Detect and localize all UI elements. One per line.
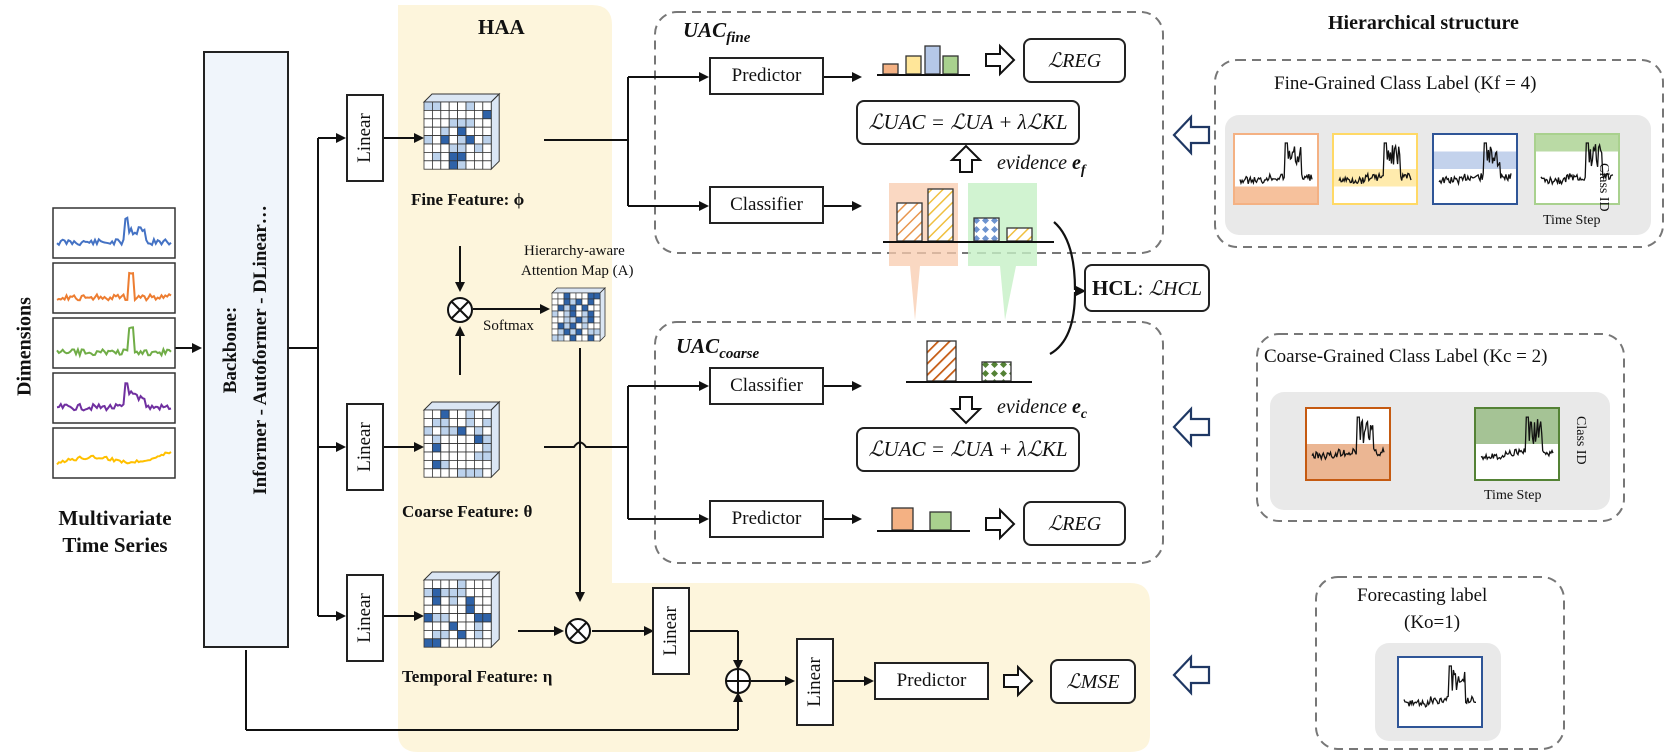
uac-coarse-predictor: Predictor	[709, 500, 824, 538]
forecast-loss-mse: ℒMSE	[1050, 659, 1136, 704]
series-thumb-2	[52, 317, 176, 369]
otimes-temporal	[565, 618, 591, 644]
series-thumb-4	[52, 427, 176, 479]
temporal-feature-label: Temporal Feature: η	[402, 667, 553, 686]
coarse-feature-matrix	[422, 400, 501, 479]
linear-temporal: Linear	[346, 574, 384, 662]
haa-title: HAA	[478, 15, 525, 39]
fine-feature-matrix	[422, 92, 501, 171]
series-caption-line2: Time Series	[62, 533, 168, 557]
coarse-thumb-class2	[1474, 407, 1560, 481]
label-thumbnails	[1233, 133, 1620, 728]
series-thumb-1	[52, 262, 176, 314]
coarse-class-id-axis: Class ID	[1573, 416, 1588, 465]
fine-thumb-class3	[1432, 133, 1518, 205]
linear-fine: Linear	[346, 94, 384, 182]
hierarchy-title: Hierarchical structure	[1328, 12, 1519, 34]
forecast-label-line1: Forecasting label	[1357, 585, 1488, 606]
uac-coarse-loss-reg: ℒREG	[1023, 501, 1126, 546]
coarse-label-frame	[1256, 333, 1625, 522]
linear-coarse: Linear	[346, 403, 384, 491]
oplus-fusion	[725, 668, 751, 694]
forecast-label-frame	[1315, 576, 1565, 750]
uac-fine-evidence: evidence ef	[997, 152, 1086, 178]
fine-label-frame	[1214, 59, 1664, 248]
coarse-feature-label: Coarse Feature: θ	[402, 502, 533, 521]
feature-matrices	[422, 92, 606, 649]
multivariate-series-thumbnails	[52, 207, 176, 479]
forecast-predictor: Predictor	[874, 662, 989, 700]
fine-label-title: Fine-Grained Class Label (Kf = 4)	[1274, 73, 1537, 94]
uac-coarse-evidence: evidence ec	[997, 396, 1088, 422]
coarse-time-step-axis: Time Step	[1484, 488, 1542, 503]
backbone-label-line1: Backbone:	[220, 306, 241, 393]
fine-thumb-class1	[1233, 133, 1319, 205]
temporal-feature-matrix	[422, 570, 501, 649]
attention-map	[551, 287, 606, 342]
uac-fine-loss-reg: ℒREG	[1023, 38, 1126, 83]
linear-temporal-proj: Linear	[652, 587, 690, 675]
hcl-loss-box: HCL: ℒHCL	[1084, 264, 1210, 312]
series-thumb-0	[52, 207, 176, 259]
fine-predictor-bars	[882, 45, 959, 75]
uac-fine-title: UACfine	[683, 18, 751, 47]
linear-fusion: Linear	[796, 638, 834, 726]
series-caption-line1: Multivariate	[58, 506, 172, 530]
uac-coarse-frame	[654, 321, 1164, 564]
fine-time-step-axis: Time Step	[1543, 213, 1601, 228]
backbone-block: Backbone: Informer - Autoformer - DLinea…	[203, 51, 289, 648]
forecast-thumb	[1397, 656, 1483, 728]
uac-coarse-loss-uac: ℒUAC = ℒUA + λℒKL	[856, 427, 1080, 472]
series-thumb-3	[52, 372, 176, 424]
fine-feature-label: Fine Feature: ϕ	[411, 190, 525, 209]
attention-map-label-line1: Hierarchy-aware	[524, 243, 625, 259]
fine-thumb-class4	[1534, 133, 1620, 205]
coarse-classifier-bars	[926, 340, 1012, 382]
fine-class-id-axis: Class ID	[1596, 163, 1611, 212]
uac-fine-predictor: Predictor	[709, 57, 824, 95]
backbone-label-line2: Informer - Autoformer - DLinear…	[250, 204, 271, 495]
fine-thumb-class2	[1332, 133, 1418, 205]
dimensions-label: Dimensions	[13, 297, 36, 396]
haa-region	[398, 5, 1150, 752]
coarse-label-title: Coarse-Grained Class Label (Kc = 2)	[1264, 346, 1548, 367]
uac-fine-loss-uac: ℒUAC = ℒUA + λℒKL	[856, 100, 1080, 145]
uac-coarse-classifier: Classifier	[709, 367, 824, 405]
uac-coarse-title: UACcoarse	[676, 334, 760, 363]
uac-fine-classifier: Classifier	[709, 186, 824, 224]
otimes-fine-coarse	[447, 297, 473, 323]
coarse-predictor-bars	[891, 507, 952, 531]
forecast-label-line2: (Ko=1)	[1404, 612, 1461, 633]
coarse-thumb-class1	[1305, 407, 1391, 481]
softmax-label: Softmax	[483, 318, 534, 334]
attention-map-label-line2: Attention Map (A)	[521, 263, 634, 279]
